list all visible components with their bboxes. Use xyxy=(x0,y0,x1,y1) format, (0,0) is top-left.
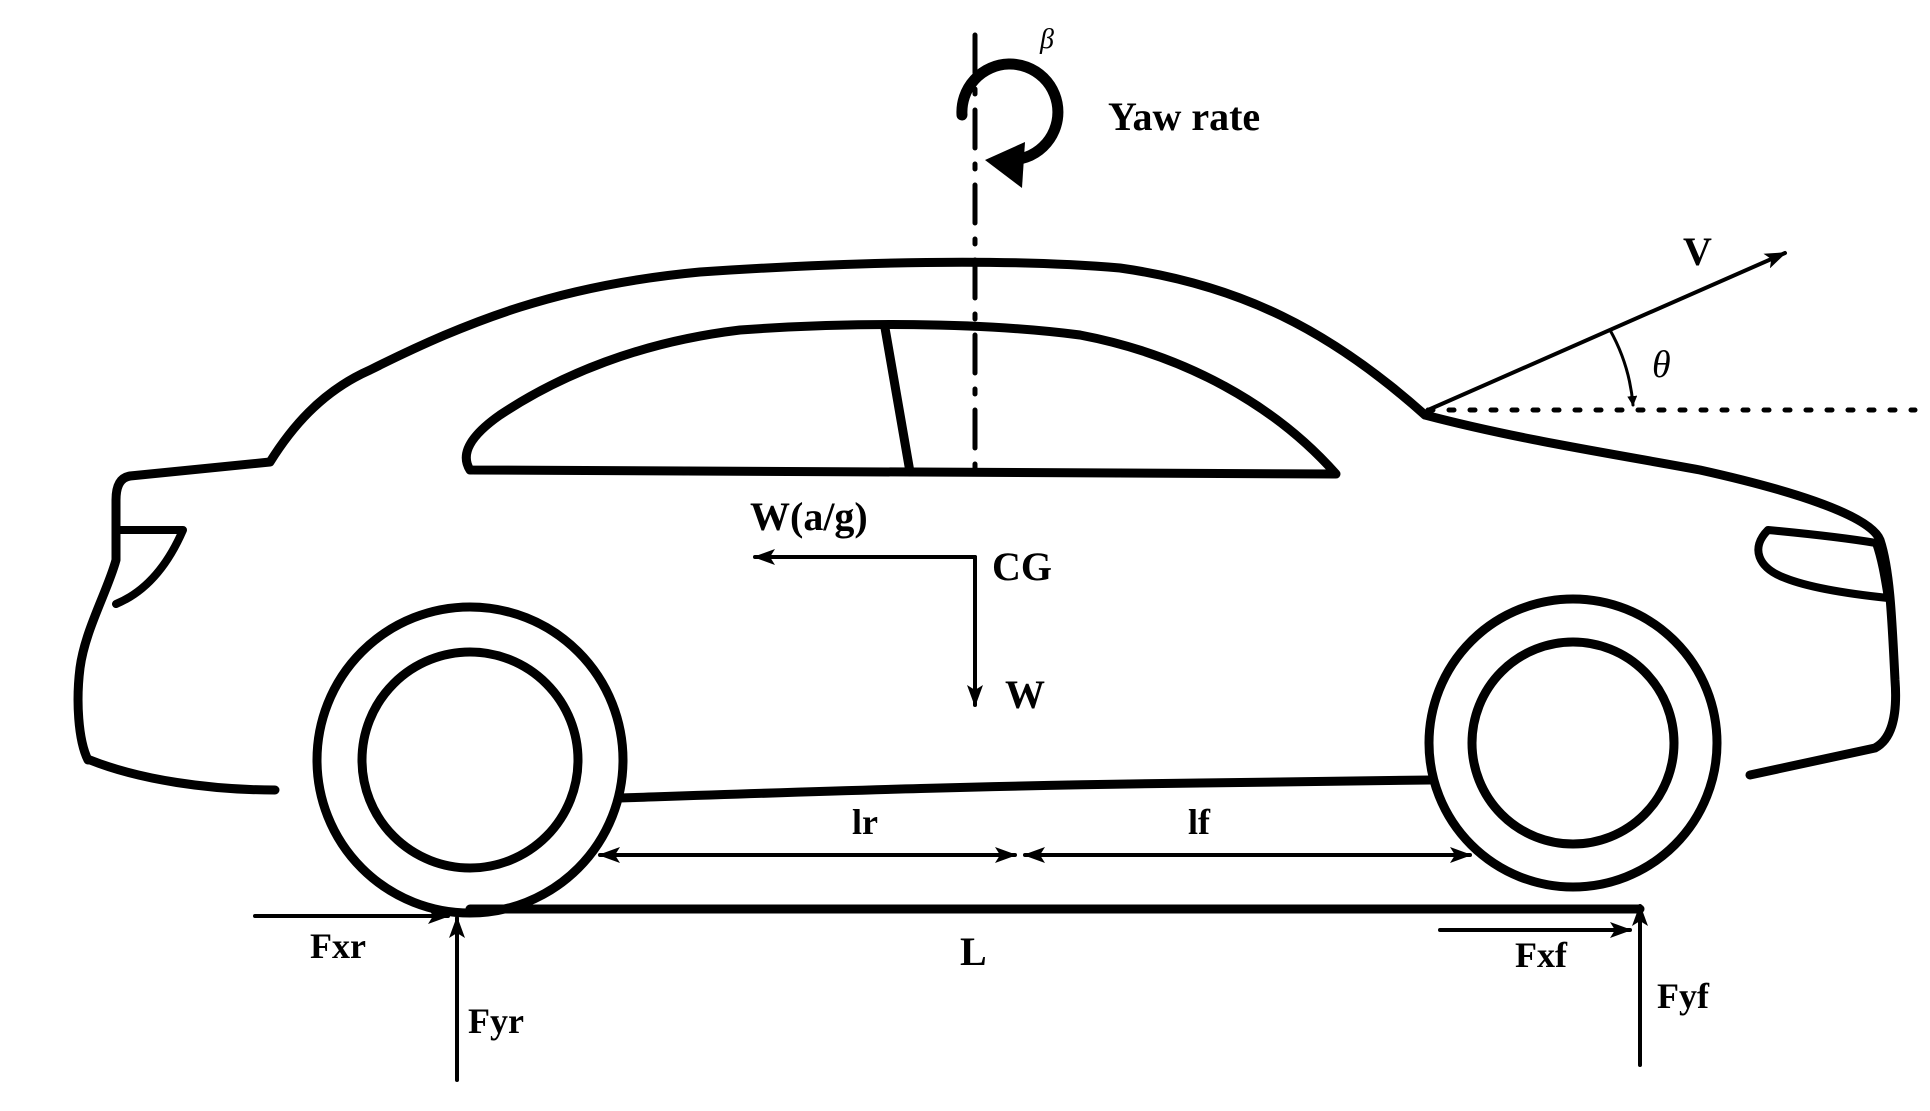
car-front-outline xyxy=(1420,410,1901,780)
front-rim xyxy=(1467,637,1679,849)
cg-label: CG xyxy=(992,544,1052,589)
yaw-symbol: β xyxy=(1039,24,1054,55)
velocity-label: V xyxy=(1683,229,1712,274)
yaw-rate-label: Yaw rate xyxy=(1108,94,1260,139)
yaw-rate-symbol xyxy=(956,58,1064,188)
angle-label: θ xyxy=(1652,344,1671,386)
lr-label: lr xyxy=(852,802,878,842)
rear-wheel xyxy=(312,602,628,918)
inertial-force-label: W(a/g) xyxy=(750,494,868,539)
yaw-arc xyxy=(956,58,1064,166)
car-roof-outline xyxy=(73,257,1430,765)
tail-light xyxy=(112,526,187,608)
fyr-label: Fyr xyxy=(468,1001,524,1041)
window-outline xyxy=(461,320,1341,479)
car-rear-lower xyxy=(85,755,280,795)
fyf-label: Fyf xyxy=(1657,976,1710,1016)
window-pillar xyxy=(880,323,915,477)
lf-label: lf xyxy=(1188,802,1211,842)
velocity-arrow xyxy=(1426,251,1787,412)
car-rocker-line xyxy=(615,775,1435,803)
car-window xyxy=(461,320,1341,479)
head-light xyxy=(1754,526,1892,602)
weight-label: W xyxy=(1005,672,1045,717)
angle-arc xyxy=(1608,328,1638,407)
wheelbase-label: L xyxy=(960,929,987,974)
yaw-arrowhead-icon xyxy=(985,142,1025,188)
car-body xyxy=(73,257,1901,803)
rear-rim xyxy=(357,647,583,873)
front-tire xyxy=(1424,594,1722,892)
fxr-label: Fxr xyxy=(310,926,366,966)
fxf-label: Fxf xyxy=(1515,935,1568,975)
front-wheel xyxy=(1424,594,1722,892)
